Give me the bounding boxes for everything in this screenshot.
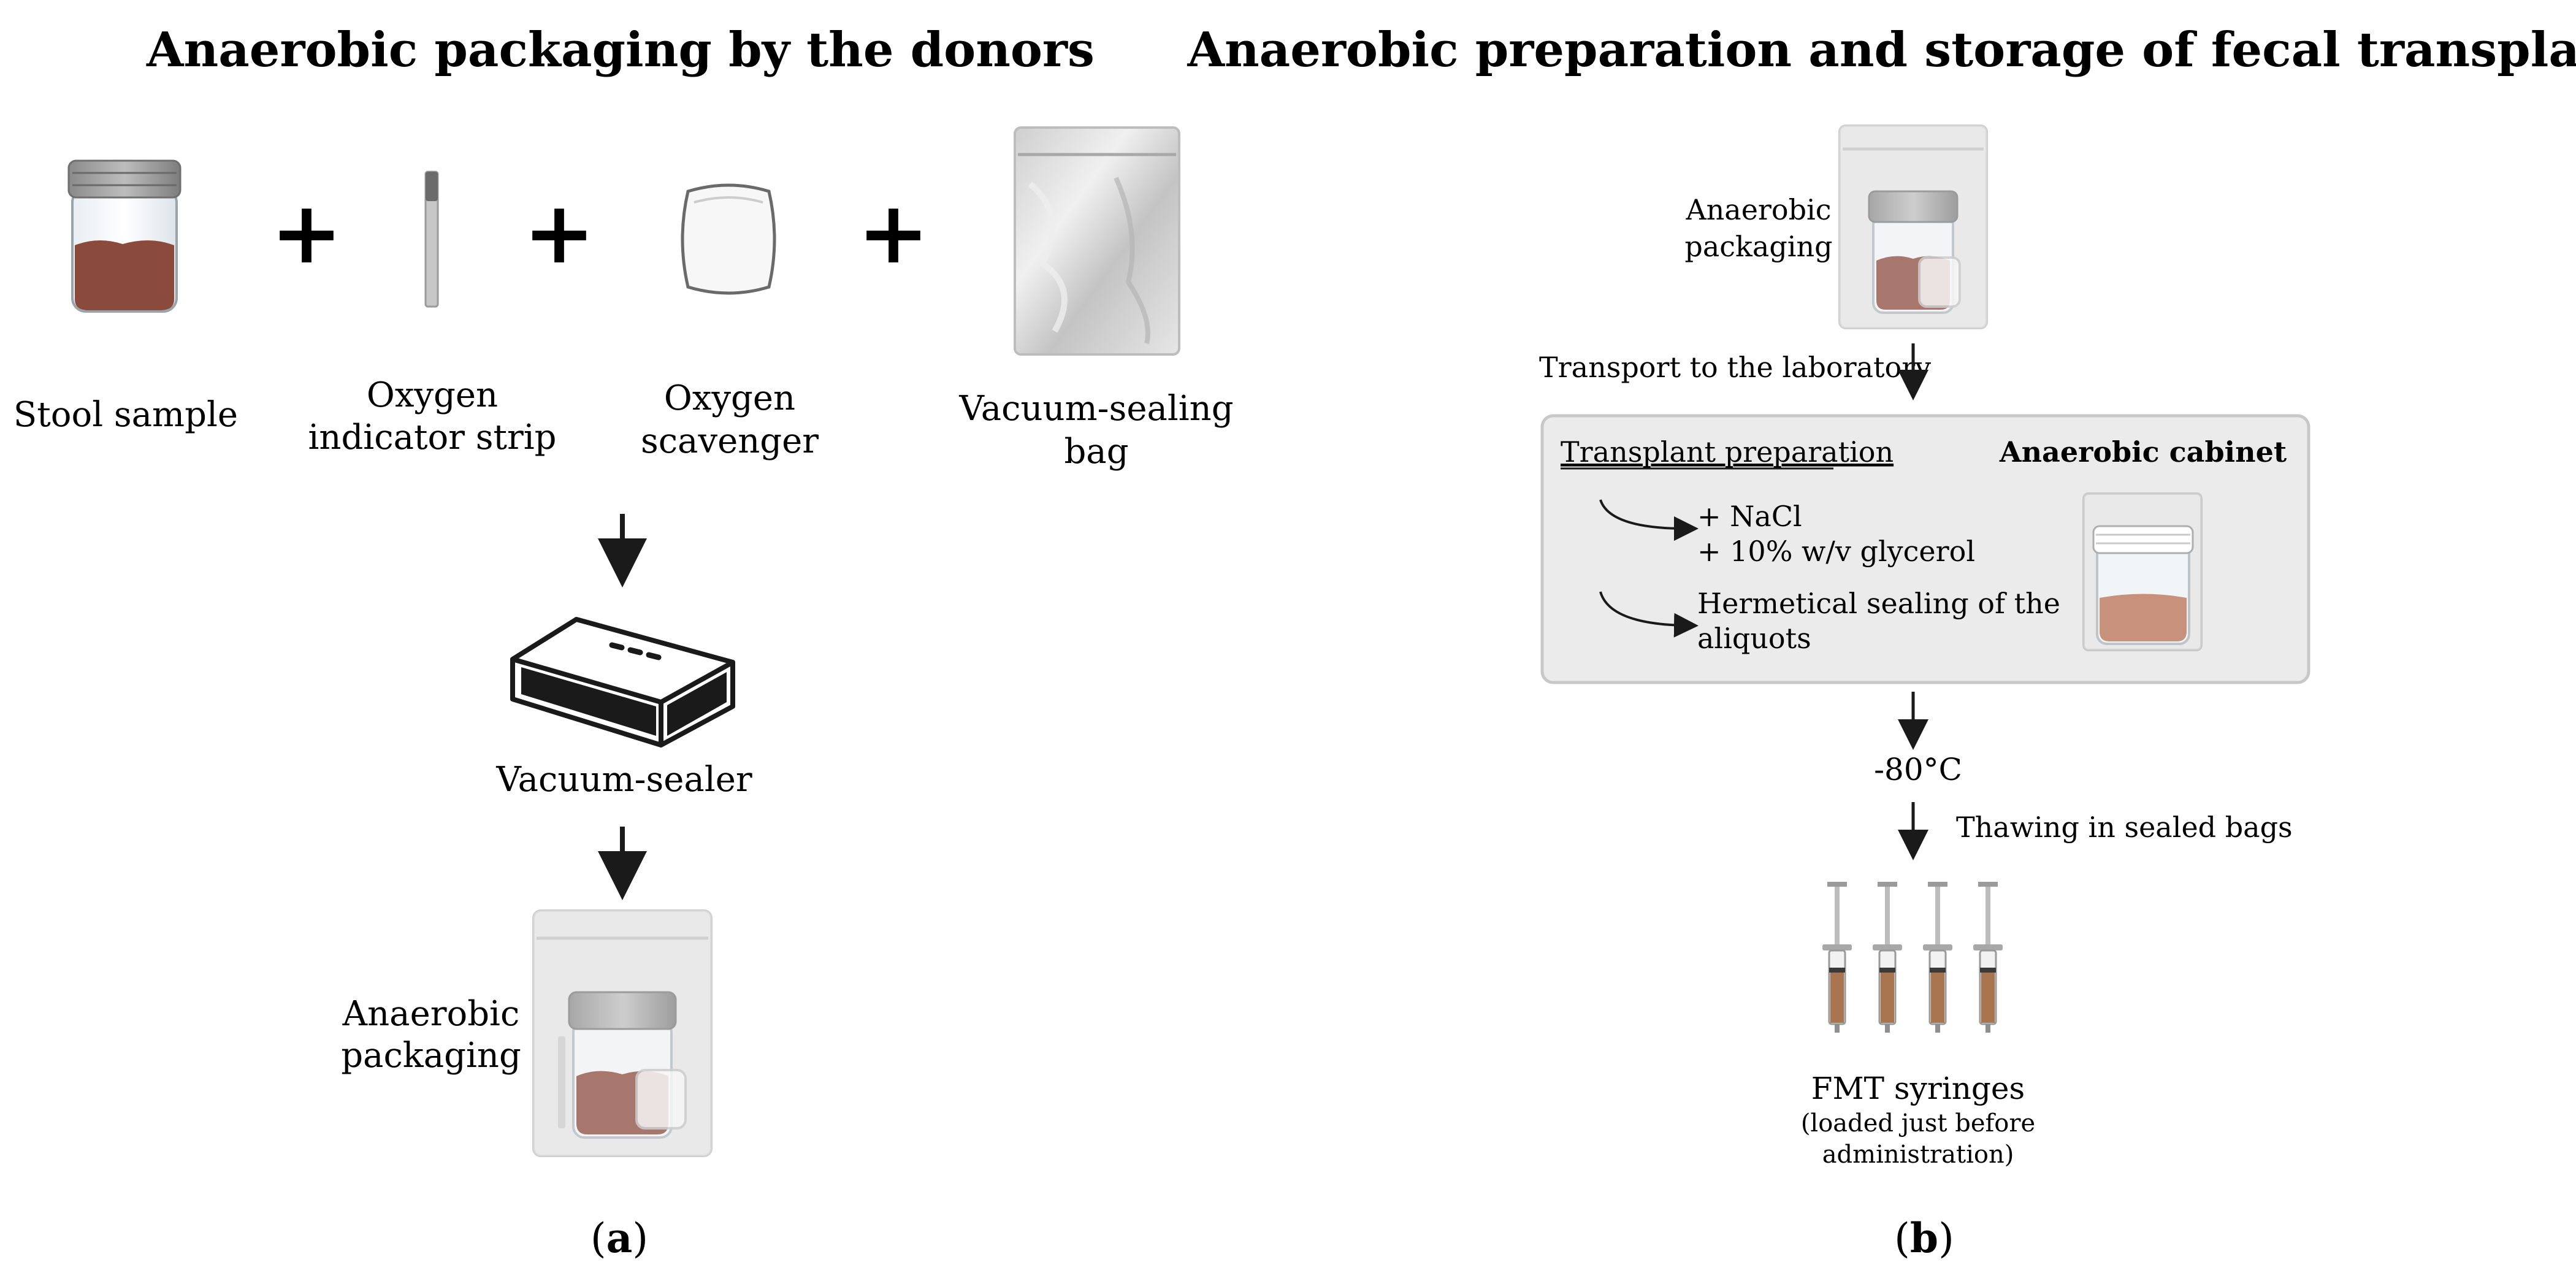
syringes-note-line1: (loaded just before	[1801, 1109, 2035, 1138]
plus-sign-2: +	[523, 183, 595, 283]
transplant-preparation-title: Transplant preparation	[1561, 435, 1894, 468]
plus-sign-1: +	[270, 183, 342, 283]
step2-line2: aliquots	[1697, 622, 1811, 655]
syringe-3	[1923, 882, 1952, 1033]
result-label-line2: packaging	[341, 1036, 521, 1076]
oxygen-scavenger-icon	[681, 183, 776, 295]
sealer-label: Vacuum-sealer	[495, 760, 752, 800]
fmt-syringes-icon	[1822, 882, 2003, 1033]
syringes-label: FMT syringes	[1811, 1071, 2025, 1106]
transport-label: Transport to the laboratory	[1539, 351, 1931, 384]
syringe-2	[1873, 882, 1902, 1033]
anaerobic-packaging-top-icon	[1838, 124, 1988, 329]
step1-line2: + 10% w/v glycerol	[1697, 535, 1975, 568]
step2-line1: Hermetical sealing of the	[1697, 587, 2060, 620]
item-label-stool-sample: Stool sample	[13, 395, 238, 435]
packaging-label-line2: packaging	[1684, 230, 1832, 263]
item-label-vacuum-sealing-bag-line2: bag	[1064, 432, 1128, 472]
packaging-label-line1: Anaerobic	[1685, 193, 1831, 226]
vacuum-sealer-icon	[510, 617, 735, 748]
vacuum-sealing-bag-icon	[1014, 126, 1180, 356]
item-label-oxygen-scavenger-line2: scavenger	[641, 421, 819, 461]
syringes-note-line2: administration)	[1822, 1141, 2014, 1169]
syringe-4	[1973, 882, 2003, 1033]
item-label-vacuum-sealing-bag-line1: Vacuum-sealing	[958, 389, 1233, 429]
item-label-oxygen-indicator-strip-line1: Oxygen	[367, 375, 498, 415]
syringe-1	[1822, 882, 1852, 1033]
anaerobic-cabinet-title: Anaerobic cabinet	[1999, 435, 2287, 468]
panel-b-title: Anaerobic preparation and storage of fec…	[1187, 22, 2576, 78]
step1-line1: + NaCl	[1697, 500, 1802, 533]
stool-sample-jar-icon	[67, 159, 182, 313]
item-label-oxygen-scavenger-line1: Oxygen	[664, 378, 795, 418]
panel-a-caption: (a)	[590, 1214, 648, 1262]
plus-sign-3: +	[857, 183, 929, 283]
temperature-label: -80°C	[1874, 752, 1962, 787]
step2-curved-arrow	[1599, 591, 1699, 638]
item-label-oxygen-indicator-strip-line2: indicator strip	[308, 418, 556, 457]
oxygen-indicator-strip-icon	[424, 170, 439, 308]
result-label-line1: Anaerobic	[342, 994, 520, 1034]
anaerobic-packaging-icon	[532, 909, 713, 1157]
panel-b-caption: (b)	[1894, 1214, 1954, 1262]
panel-a-title: Anaerobic packaging by the donors	[146, 22, 1095, 78]
cabinet-jar-icon	[2082, 492, 2203, 651]
step1-curved-arrow	[1599, 499, 1699, 541]
thawing-label: Thawing in sealed bags	[1956, 811, 2293, 844]
